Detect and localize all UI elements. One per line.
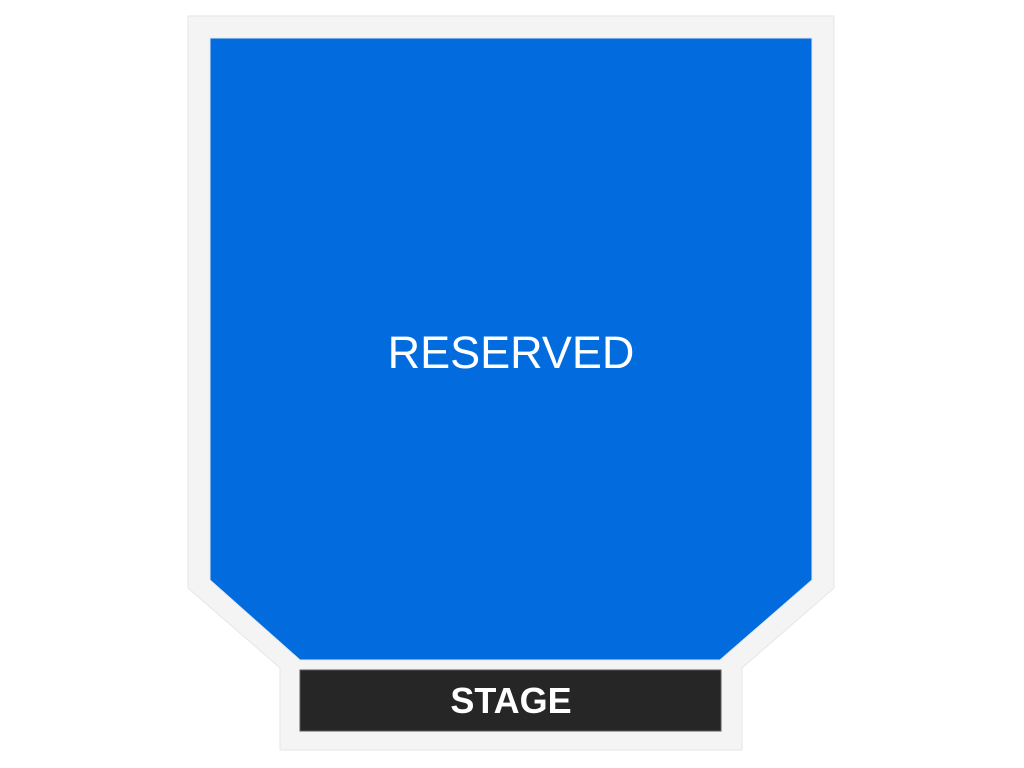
stage (299, 669, 722, 732)
section-reserved[interactable] (209, 37, 813, 661)
